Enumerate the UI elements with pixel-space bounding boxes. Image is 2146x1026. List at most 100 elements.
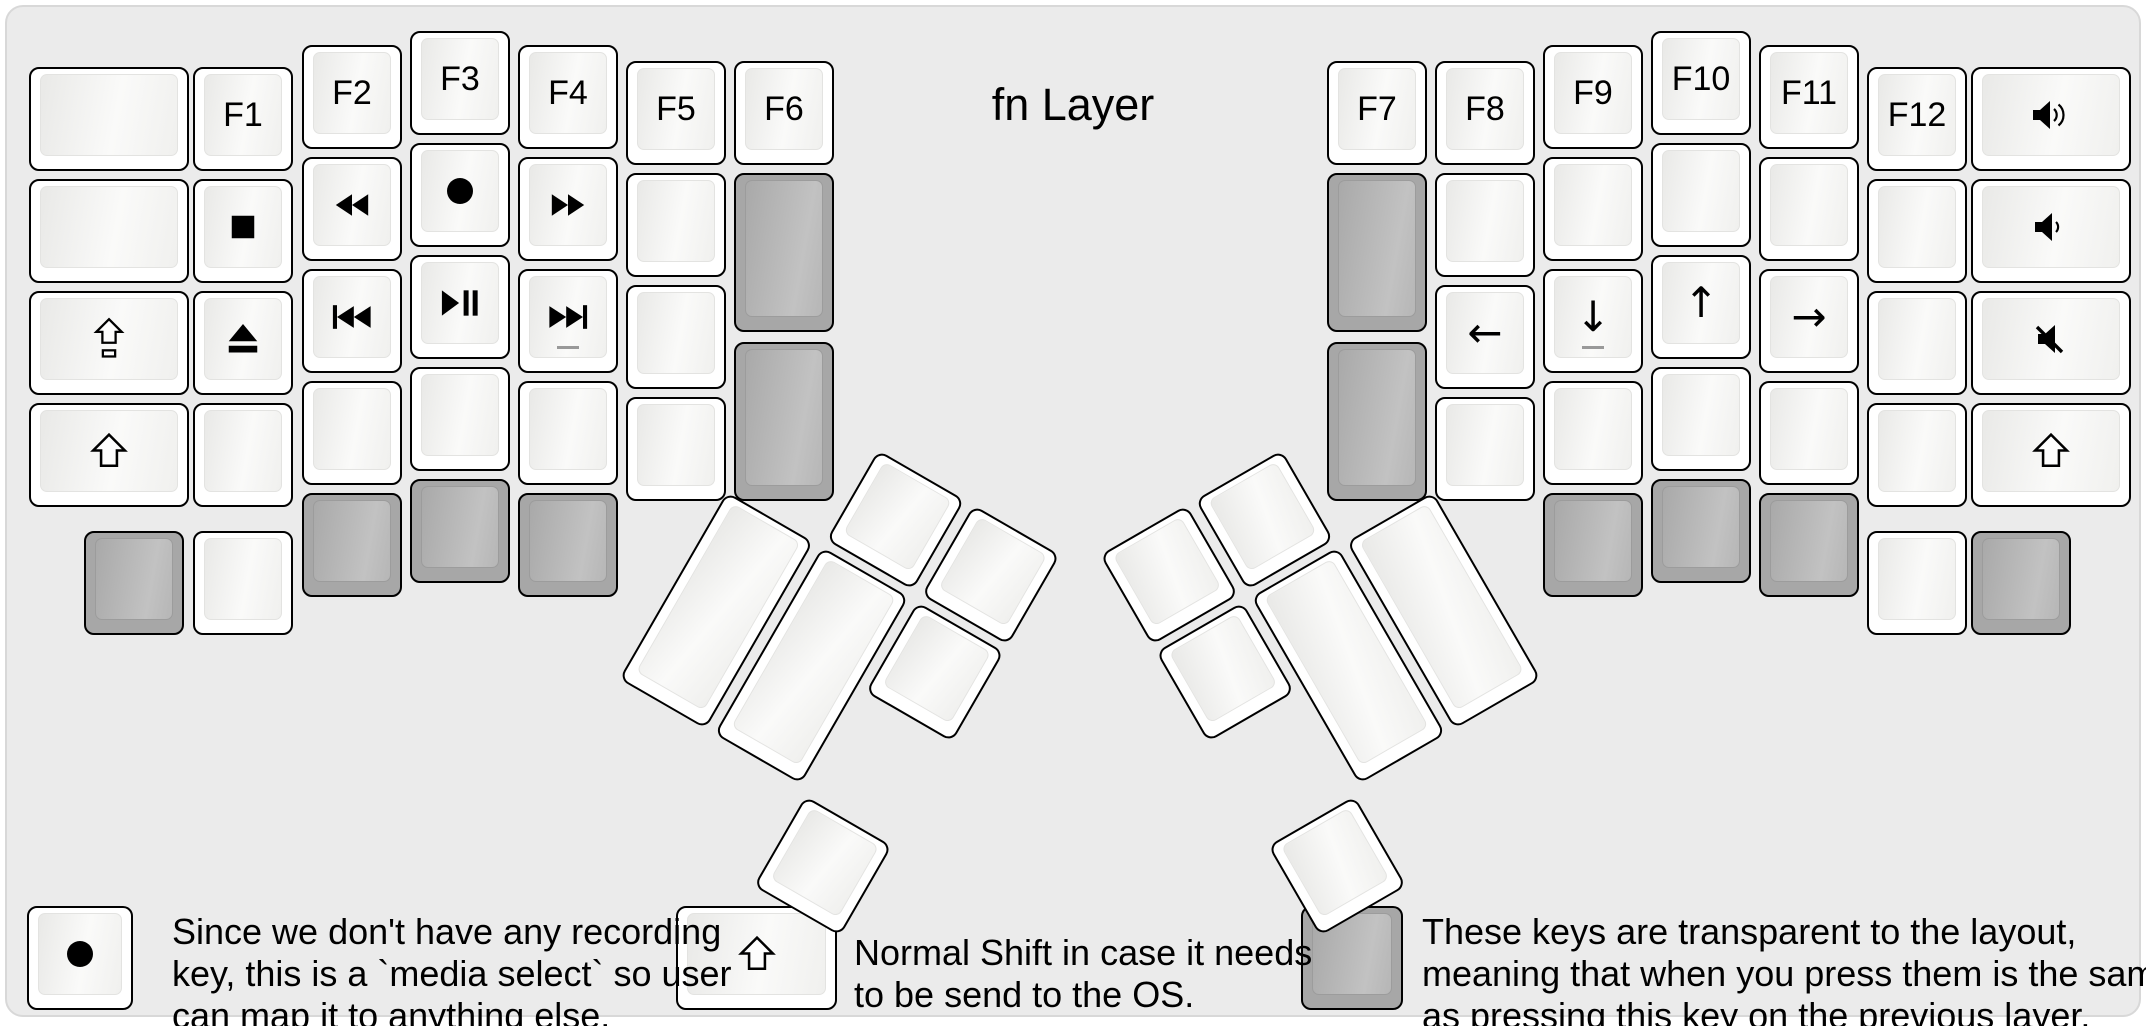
legend-record-text: Since we don't have any recording key, t… <box>172 911 732 1026</box>
keycap-surface <box>204 538 282 620</box>
record-icon <box>66 940 94 968</box>
keycap-surface <box>529 500 607 582</box>
key-left-c3-r3 <box>410 367 510 471</box>
key-rewind <box>302 157 402 261</box>
key-label: F12 <box>1887 96 1947 134</box>
key-left-c5-r3 <box>626 397 726 501</box>
keycap-surface <box>1878 298 1956 380</box>
keycap-surface <box>204 298 282 380</box>
shift-icon <box>90 432 128 470</box>
keycap-surface <box>529 276 607 358</box>
key-left-bottom-transparent-2 <box>302 493 402 597</box>
key-left-c5-r1 <box>626 173 726 277</box>
key-f4: F4 <box>518 45 618 149</box>
key-next-track <box>518 269 618 373</box>
key-label: F7 <box>1357 90 1397 128</box>
key-right-c4-r1 <box>1543 157 1643 261</box>
keycap-surface <box>1662 150 1740 232</box>
keycap-surface: F12 <box>1878 74 1956 156</box>
keycap-surface <box>1878 538 1956 620</box>
eject-icon <box>225 321 261 357</box>
key-right-bottom-transparent-1 <box>1543 493 1643 597</box>
keycap-surface <box>1446 404 1524 486</box>
keycap-surface <box>40 74 178 156</box>
keycap-surface <box>38 913 122 995</box>
key-right-c3-r3 <box>1651 367 1751 471</box>
key-f8: F8 <box>1435 61 1535 165</box>
keycap-surface <box>1662 374 1740 456</box>
key-left-bottom-transparent-4 <box>518 493 618 597</box>
shift-icon <box>737 935 776 973</box>
keycap-surface <box>1554 164 1632 246</box>
fast-forward-icon <box>550 193 586 217</box>
legend-line: as pressing this key on the previous lay… <box>1422 995 2091 1026</box>
keycap-surface <box>1770 500 1848 582</box>
keycap-surface <box>1554 500 1632 582</box>
keycap-surface: F6 <box>745 68 823 150</box>
key-legend-record-key <box>27 906 133 1010</box>
key-fast-forward <box>518 157 618 261</box>
shift-lock-icon <box>92 317 126 361</box>
legend-shift-text: Normal Shift in case it needs to be send… <box>854 932 1312 1016</box>
keycap-surface <box>637 180 715 262</box>
key-f3: F3 <box>410 31 510 135</box>
key-f9: F9 <box>1543 45 1643 149</box>
key-right-bottom-transparent-2 <box>1651 479 1751 583</box>
keycap-surface <box>1662 486 1740 568</box>
keycap-surface <box>1554 388 1632 470</box>
key-legend-shift-key <box>676 906 837 1010</box>
keycap-surface <box>421 486 499 568</box>
key-right-c3-r1 <box>1651 143 1751 247</box>
legend-transparent-text: These keys are transparent to the layout… <box>1422 911 2146 1026</box>
key-stop <box>193 179 293 283</box>
key-label: F10 <box>1671 60 1731 98</box>
key-label: F9 <box>1573 74 1613 112</box>
keycap-surface <box>40 298 178 380</box>
keycap-surface <box>1982 186 2120 268</box>
keycap-surface: F10 <box>1662 38 1740 120</box>
keycap-surface <box>1878 410 1956 492</box>
key-left-shift <box>29 403 189 507</box>
keycap-surface <box>637 292 715 374</box>
key-right-c1-r1 <box>1867 179 1967 283</box>
keycap-surface: F9 <box>1554 52 1632 134</box>
keycap-surface <box>1982 538 2060 620</box>
prev-track-icon <box>332 304 372 330</box>
key-right-c2-r1 <box>1759 157 1859 261</box>
key-right-inner-tall-1 <box>1327 173 1427 332</box>
key-left-c5-r2 <box>626 285 726 389</box>
keycap-surface <box>745 180 823 317</box>
keycap-surface <box>40 186 178 268</box>
volume-up-icon <box>2031 99 2071 131</box>
key-arrow-right: → <box>1759 269 1859 373</box>
keycap-surface: F4 <box>529 52 607 134</box>
homing-dash <box>557 346 579 349</box>
key-arrow-up: ↑ <box>1651 255 1751 359</box>
key-label: F3 <box>440 60 480 98</box>
legend-line: meaning that when you press them is the … <box>1422 953 2146 994</box>
key-f1: F1 <box>193 67 293 171</box>
key-play-pause <box>410 255 510 359</box>
keycap-surface: F11 <box>1770 52 1848 134</box>
legend-line: key, this is a `media select` so user <box>172 953 732 994</box>
key-right-bottom-transparent-4 <box>1971 531 2071 635</box>
keycap-surface <box>204 186 282 268</box>
keycap-surface: F5 <box>637 68 715 150</box>
keycap-surface <box>529 388 607 470</box>
arrow-down-icon: ↓ <box>1575 292 1611 341</box>
keycap-surface <box>637 404 715 486</box>
key-f2: F2 <box>302 45 402 149</box>
key-f5: F5 <box>626 61 726 165</box>
key-right-bottom-transparent-3 <box>1759 493 1859 597</box>
key-label: F8 <box>1465 90 1505 128</box>
layer-title: fn Layer <box>991 79 1155 130</box>
key-left-bottom-transparent-1 <box>84 531 184 635</box>
rewind-icon <box>334 193 370 217</box>
keycap-surface <box>1338 349 1416 486</box>
next-track-icon <box>548 304 588 330</box>
key-right-c4-r3 <box>1543 381 1643 485</box>
key-f7: F7 <box>1327 61 1427 165</box>
shift-icon <box>2032 432 2070 470</box>
